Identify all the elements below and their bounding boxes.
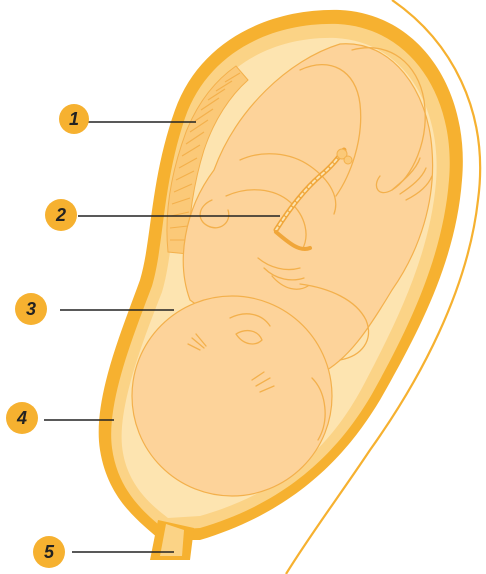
callout-number: 3 — [26, 299, 36, 319]
callout-3: 3 — [15, 293, 47, 325]
fetus-head — [132, 296, 332, 496]
callout-5: 5 — [33, 536, 65, 568]
callout-number: 2 — [55, 205, 66, 225]
callout-4: 4 — [6, 402, 38, 434]
callout-2: 2 — [45, 199, 77, 231]
callout-number: 1 — [69, 109, 79, 129]
callout-1: 1 — [59, 104, 89, 134]
callout-number: 4 — [16, 408, 27, 428]
callout-number: 5 — [44, 542, 55, 562]
